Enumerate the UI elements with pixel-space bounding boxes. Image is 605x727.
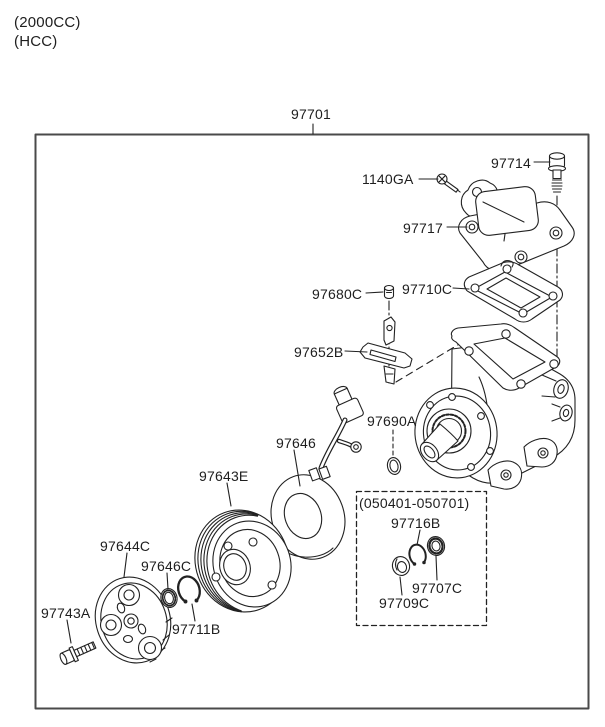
screw-1140ga-drawing (436, 173, 461, 193)
callout-1140ga: 1140GA (362, 171, 414, 187)
cover-97717-drawing (458, 179, 575, 272)
compressor-body-drawing (414, 323, 576, 490)
leader-lines (66, 161, 551, 644)
callout-97646: 97646 (276, 435, 316, 451)
assembly-number-label: 97701 (291, 106, 331, 122)
clutch-disc-97644c-drawing (94, 576, 173, 664)
callout-97644c: 97644C (100, 538, 151, 554)
service-period-range-label: (050401-050701) (359, 495, 470, 511)
oring-97690a-drawing (386, 457, 402, 475)
screw-97680c-drawing (383, 284, 395, 300)
diagram-frame (34, 133, 590, 710)
callout-97717: 97717 (403, 220, 443, 236)
bolt-97743a-drawing (59, 641, 97, 665)
callout-97646c: 97646C (141, 558, 192, 574)
engine-displacement-label: (2000CC) (14, 14, 81, 31)
bolt-97714-drawing (547, 152, 567, 193)
callout-97709c: 97709C (379, 595, 430, 611)
callout-97652b: 97652B (294, 344, 344, 360)
gasket-97710c-drawing (463, 260, 563, 323)
callout-97714: 97714 (491, 155, 531, 171)
callout-97707c: 97707C (412, 580, 463, 596)
callout-97690a: 97690A (367, 413, 417, 429)
callout-97643e: 97643E (199, 468, 249, 484)
pulley-97643e-drawing (194, 509, 292, 614)
bracket-97652b-drawing (359, 316, 413, 385)
callout-97680c: 97680C (312, 286, 363, 302)
callout-97711b: 97711B (172, 621, 221, 637)
seal-97709c-drawing (391, 556, 411, 576)
callout-97716b: 97716B (391, 515, 441, 531)
service-period-box-border (355, 490, 488, 627)
snap-ring-97716b-drawing (408, 543, 427, 566)
snap-ring-97711b-drawing (177, 575, 201, 604)
field-coil-97646-drawing (270, 385, 364, 560)
callout-97710c: 97710C (402, 281, 453, 297)
seal-97707c-drawing (426, 536, 446, 556)
ring-97646c-drawing (160, 588, 178, 608)
engine-code-label: (HCC) (14, 33, 58, 50)
callout-97743a: 97743A (41, 605, 91, 621)
